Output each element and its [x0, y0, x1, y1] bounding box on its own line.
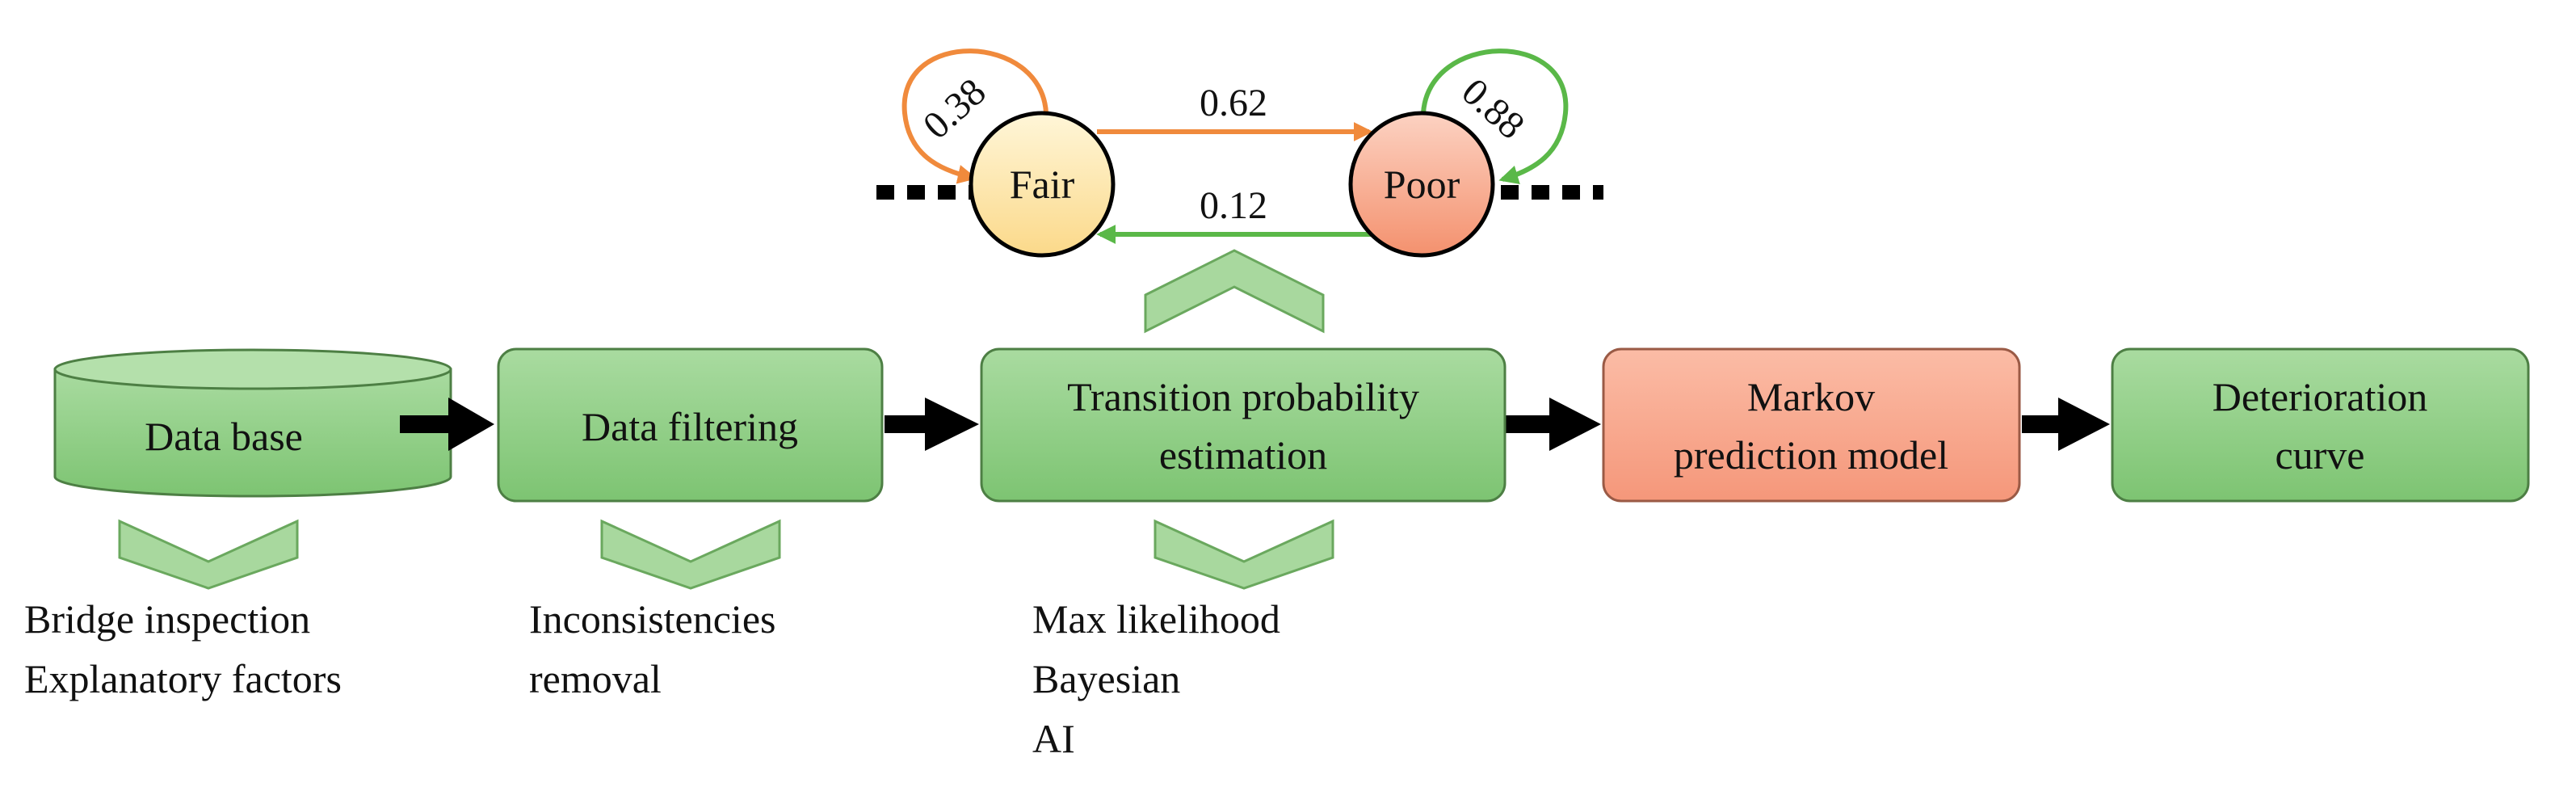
detail-line: Max likelihood [1032, 596, 1280, 642]
chevron-down-icon [118, 519, 299, 590]
step-deterioration-curve-label-2: curve [2275, 432, 2364, 478]
detail-text-filtering: Inconsistencies removal [529, 596, 775, 701]
step-data-filtering-label: Data filtering [582, 404, 798, 449]
state-poor-label: Poor [1384, 162, 1460, 207]
detail-line: AI [1032, 716, 1075, 761]
step-data-base-label: Data base [145, 414, 303, 459]
self-loop-poor-arrow [1421, 48, 1569, 184]
flow-arrow-4 [2022, 398, 2110, 451]
state-poor-node [1348, 111, 1495, 258]
state-fair-label: Fair [1010, 162, 1075, 207]
step-markov-model-label-2: prediction model [1674, 432, 1948, 478]
flow-arrows [400, 398, 2110, 451]
flow-arrow-3 [1505, 398, 1601, 451]
step-markov-model-label-1: Markov [1747, 374, 1875, 419]
database-cylinder-top [53, 348, 452, 390]
database-cylinder-body [53, 368, 452, 498]
step-transition-estimation-label-1: Transition probability [1067, 374, 1419, 419]
detail-line: Bridge inspection [24, 596, 310, 642]
markov-chain: Fair Poor 0.38 0.62 0.12 0.88 [876, 48, 1603, 258]
detail-line: removal [529, 656, 662, 701]
detail-line: Explanatory factors [24, 656, 342, 701]
prob-fair-poor: 0.62 [1200, 82, 1267, 124]
flow-arrow-1 [400, 398, 494, 451]
pipeline-row: Data base Data filtering [53, 347, 2530, 503]
step-transition-estimation: Transition probability estimation [980, 347, 1507, 503]
step-deterioration-curve: Deterioration curve [2111, 347, 2530, 503]
step-data-filtering: Data filtering [497, 347, 884, 503]
flow-arrow-2 [885, 398, 979, 451]
step-deterioration-curve-label-1: Deterioration [2213, 374, 2428, 419]
step-data-base: Data base [53, 348, 452, 498]
prob-poor-fair: 0.12 [1200, 184, 1267, 227]
chevron-down-icon [600, 519, 781, 590]
step-transition-estimation-label-2: estimation [1159, 432, 1327, 478]
detail-line: Bayesian [1032, 656, 1180, 701]
prob-fair-fair: 0.38 [915, 70, 994, 148]
chevron-up-icon [1144, 249, 1325, 334]
self-loop-fair-arrow [901, 48, 1048, 184]
state-fair-node [969, 111, 1116, 258]
detail-text-database: Bridge inspection Explanatory factors [24, 596, 342, 701]
detail-text-estimation: Max likelihood Bayesian AI [1032, 596, 1280, 761]
step-markov-model: Markov prediction model [1602, 347, 2021, 503]
detail-line: Inconsistencies [529, 596, 775, 642]
chevron-down-icon [1154, 519, 1334, 590]
